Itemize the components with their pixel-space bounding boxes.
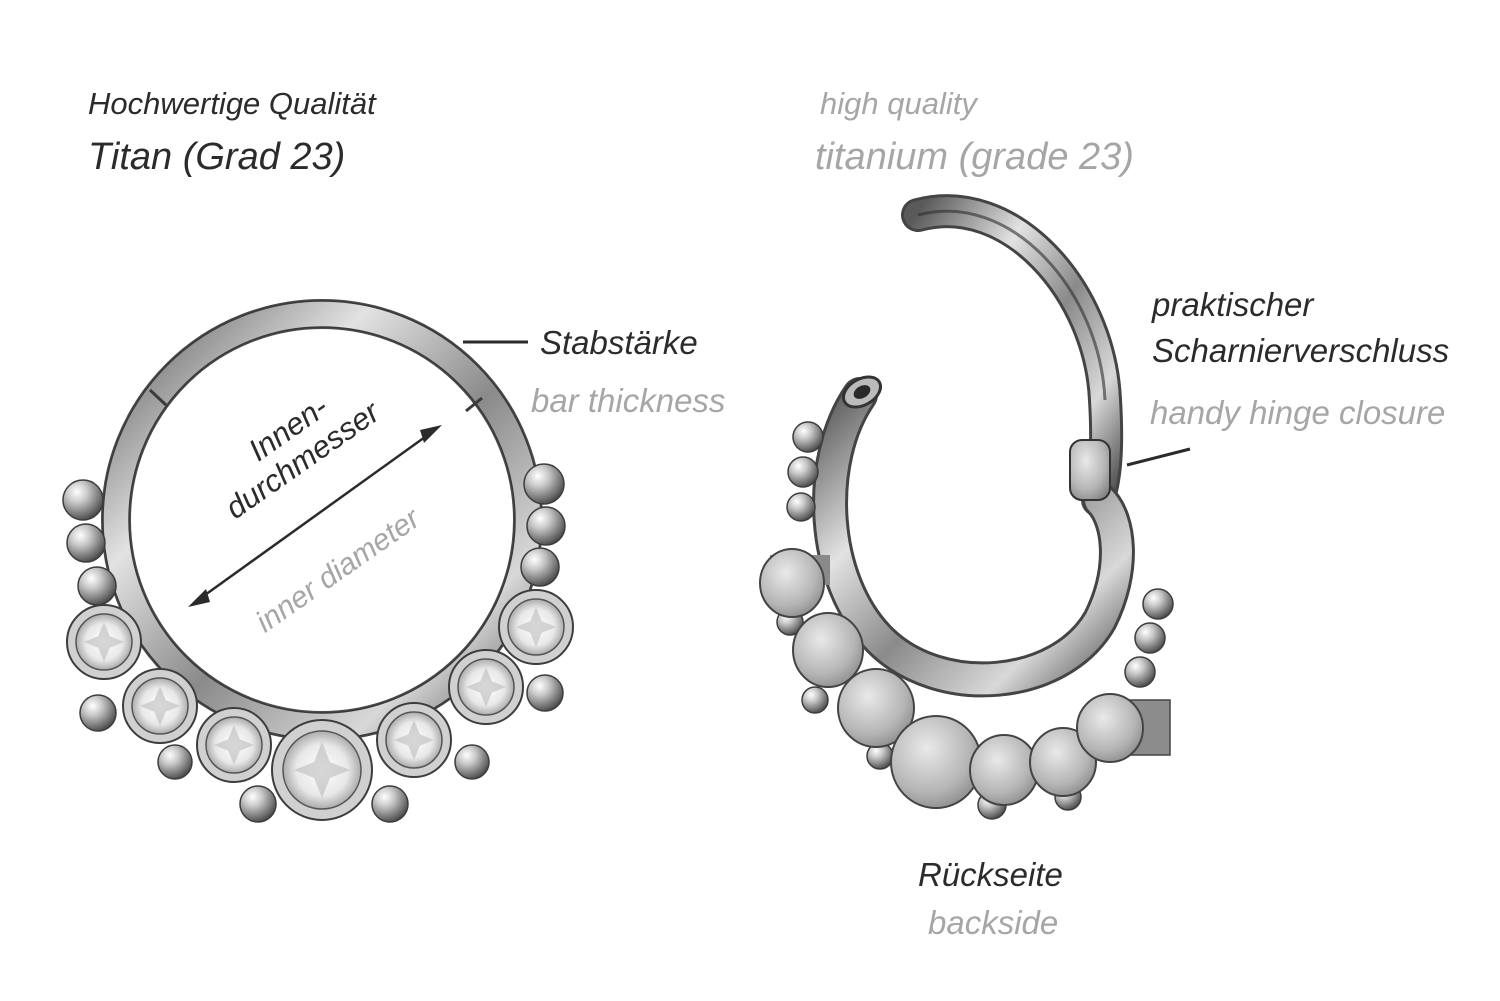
hinge-pointer — [1126, 447, 1191, 467]
gem-center — [271, 719, 373, 821]
inner-diameter-arrow — [188, 425, 442, 607]
gem-3 — [196, 707, 272, 783]
disc-2 — [792, 612, 864, 688]
segment-line-left — [148, 388, 168, 407]
disc-4 — [890, 715, 982, 809]
front-gems — [66, 589, 574, 821]
backside-label-en: backside — [928, 904, 1059, 941]
front-balls — [62, 463, 566, 823]
hinge-label-de-line1: praktischer — [1152, 286, 1314, 323]
disc-5 — [969, 734, 1039, 806]
quality-label-en: high quality — [820, 86, 977, 121]
material-label-de: Titan (Grad 23) — [88, 136, 346, 178]
quality-label-de: Hochwertige Qualität — [88, 86, 376, 121]
disc-7 — [1076, 693, 1171, 763]
hinge-label-en: handy hinge closure — [1150, 394, 1446, 431]
back-discs — [759, 548, 1171, 809]
disc-3 — [837, 668, 915, 748]
backside-label-de: Rückseite — [918, 856, 1063, 893]
disc-1 — [759, 548, 830, 618]
bar-thickness-label-en: bar thickness — [531, 382, 726, 419]
disc-6 — [1029, 727, 1097, 797]
gem-7 — [498, 589, 574, 665]
back-ring — [812, 194, 1135, 698]
segment-line-right — [465, 396, 483, 413]
material-label-en: titanium (grade 23) — [815, 136, 1134, 178]
gem-5 — [376, 702, 452, 778]
gem-2 — [122, 668, 198, 744]
hinge-label-de-line2: Scharnierverschluss — [1152, 332, 1450, 369]
gem-1 — [66, 604, 142, 680]
gem-6 — [448, 649, 524, 725]
bar-thickness-label-de: Stabstärke — [540, 324, 698, 361]
